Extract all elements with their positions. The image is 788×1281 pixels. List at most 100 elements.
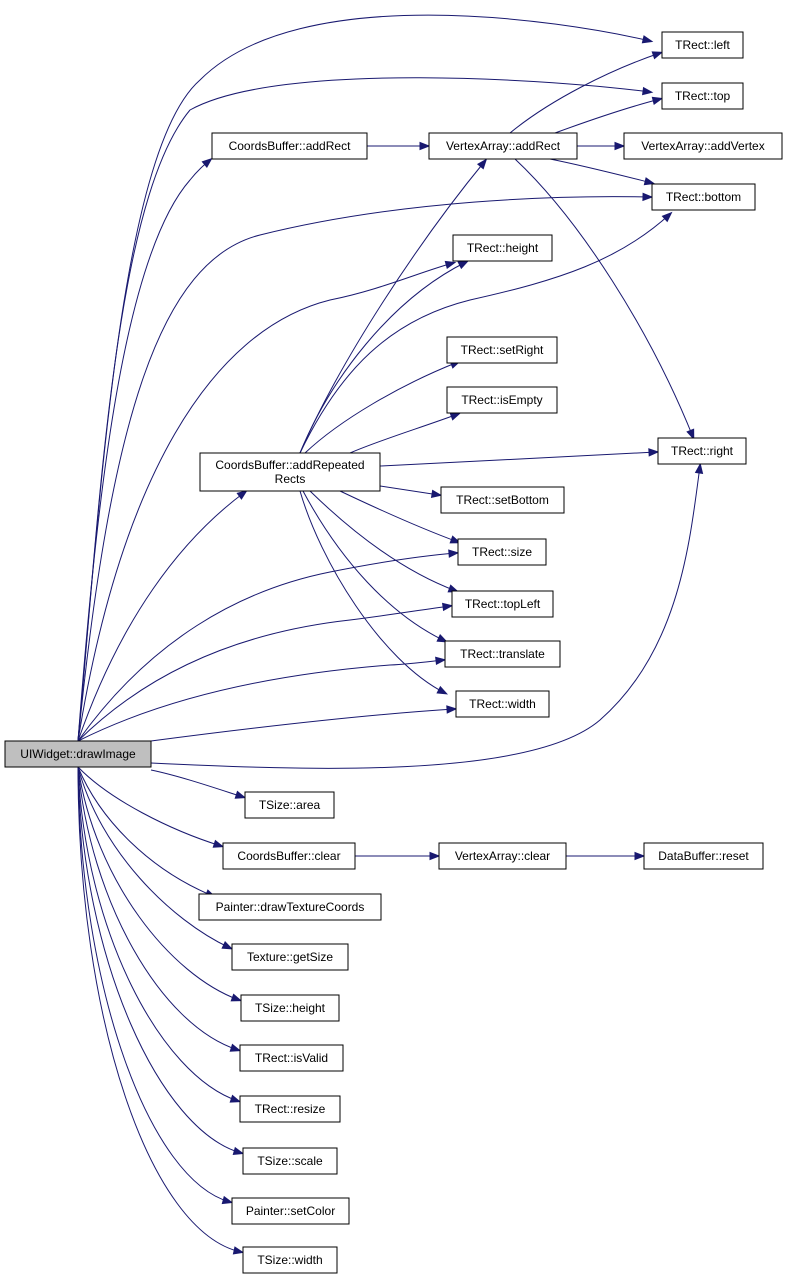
node-label: TRect::setBottom	[456, 493, 549, 507]
node-label: Texture::getSize	[247, 950, 333, 964]
edge-drawImage-to-tr_left	[77, 14, 654, 742]
edge-drawImage-to-ts_height	[77, 766, 243, 1002]
edge-va_clear-to-db_reset	[566, 851, 646, 861]
node-label: VertexArray::addVertex	[641, 139, 764, 153]
node-label: TRect::width	[469, 697, 536, 711]
edge-va_addRect-to-tr_top	[554, 96, 664, 134]
node-label: TRect::top	[675, 89, 731, 103]
node-drawImage[interactable]: UIWidget::drawImage	[4, 740, 152, 768]
edge-drawImage-to-tex_getSize	[77, 766, 234, 950]
edge-drawImage-to-tr_translate	[77, 656, 447, 742]
edge-cb_addRepeated-to-tr_right	[379, 448, 660, 467]
edge-cb_addRepeated-to-tr_translate	[302, 490, 449, 643]
edge-cb_addRepeated-to-tr_setBottom	[379, 485, 443, 499]
edge-cb_addRepeated-to-tr_isEmpty	[349, 412, 462, 454]
node-label: VertexArray::addRect	[446, 139, 561, 153]
node-label: TSize::area	[259, 798, 321, 812]
node-cb_addRect[interactable]: CoordsBuffer::addRect	[211, 132, 368, 160]
edge-va_addRect-to-va_addVertex	[577, 141, 626, 151]
edge-va_addRect-to-tr_right	[514, 158, 695, 441]
node-tr_isValid[interactable]: TRect::isValid	[239, 1044, 344, 1072]
node-cb_clear[interactable]: CoordsBuffer::clear	[222, 842, 356, 870]
node-p_drawTex[interactable]: Painter::drawTextureCoords	[198, 893, 382, 921]
edge-drawImage-to-tr_topLeft	[77, 602, 454, 742]
node-label: TSize::scale	[257, 1154, 323, 1168]
node-db_reset[interactable]: DataBuffer::reset	[643, 842, 764, 870]
node-ts_width[interactable]: TSize::width	[242, 1246, 338, 1274]
edge-va_addRect-to-tr_bottom	[549, 158, 656, 186]
node-tr_top[interactable]: TRect::top	[661, 82, 744, 110]
node-label: TRect::left	[675, 38, 730, 52]
node-tr_setRight[interactable]: TRect::setRight	[446, 336, 558, 364]
node-tr_width[interactable]: TRect::width	[455, 690, 550, 718]
node-tex_getSize[interactable]: Texture::getSize	[231, 943, 349, 971]
node-va_clear[interactable]: VertexArray::clear	[438, 842, 567, 870]
node-label: TRect::setRight	[461, 343, 544, 357]
node-va_addRect[interactable]: VertexArray::addRect	[428, 132, 578, 160]
node-label: DataBuffer::reset	[658, 849, 749, 863]
node-label: TRect::isValid	[255, 1051, 328, 1065]
node-label: TRect::topLeft	[465, 597, 541, 611]
edge-drawImage-to-tr_right	[150, 462, 704, 769]
node-label: TRect::isEmpty	[461, 393, 542, 407]
node-label: CoordsBuffer::addRect	[229, 139, 352, 153]
node-label: TRect::translate	[460, 647, 545, 661]
node-label: TSize::width	[257, 1253, 322, 1267]
edge-drawImage-to-tr_resize	[77, 766, 242, 1103]
node-label: TSize::height	[255, 1001, 326, 1015]
node-tr_setBottom[interactable]: TRect::setBottom	[440, 486, 565, 514]
node-label: CoordsBuffer::clear	[237, 849, 340, 863]
edge-drawImage-to-cb_clear	[77, 766, 225, 848]
edge-cb_addRepeated-to-tr_setRight	[304, 360, 462, 454]
node-label: VertexArray::clear	[455, 849, 550, 863]
edge-drawImage-to-cb_addRect	[77, 157, 213, 742]
node-label: Painter::drawTextureCoords	[216, 900, 365, 914]
edge-drawImage-to-p_drawTex	[77, 766, 217, 898]
edge-cb_clear-to-va_clear	[355, 851, 441, 861]
edge-drawImage-to-cb_addRepeated	[77, 489, 248, 742]
node-label: CoordsBuffer::addRepeated	[215, 458, 364, 472]
node-ts_height[interactable]: TSize::height	[240, 994, 340, 1022]
node-tr_isEmpty[interactable]: TRect::isEmpty	[446, 386, 558, 414]
edge-va_addRect-to-tr_left	[509, 51, 664, 134]
call-edges	[77, 14, 704, 1255]
node-label: TRect::resize	[255, 1102, 326, 1116]
node-ts_scale[interactable]: TSize::scale	[242, 1147, 338, 1175]
node-tr_right[interactable]: TRect::right	[657, 437, 747, 465]
edge-drawImage-to-tr_top	[77, 77, 654, 742]
node-tr_bottom[interactable]: TRect::bottom	[651, 183, 756, 211]
node-tr_height[interactable]: TRect::height	[452, 234, 553, 262]
edge-drawImage-to-tr_width	[150, 705, 458, 742]
node-label: UIWidget::drawImage	[20, 747, 136, 761]
node-label: TRect::size	[472, 545, 532, 559]
edge-cb_addRepeated-to-tr_size	[339, 490, 462, 544]
node-ts_area[interactable]: TSize::area	[244, 791, 335, 819]
node-tr_resize[interactable]: TRect::resize	[239, 1095, 341, 1123]
node-label: Rects	[275, 472, 306, 486]
edge-cb_addRect-to-va_addRect	[367, 141, 431, 151]
edge-drawImage-to-ts_width	[77, 766, 245, 1255]
edge-drawImage-to-tr_isValid	[77, 766, 242, 1052]
node-label: TRect::bottom	[666, 190, 741, 204]
node-va_addVertex[interactable]: VertexArray::addVertex	[623, 132, 783, 160]
node-tr_left[interactable]: TRect::left	[661, 31, 744, 59]
edge-cb_addRepeated-to-tr_topLeft	[309, 490, 460, 593]
edge-drawImage-to-p_setColor	[77, 766, 234, 1205]
node-tr_size[interactable]: TRect::size	[457, 538, 547, 566]
edge-cb_addRepeated-to-tr_height	[299, 260, 470, 454]
edge-drawImage-to-ts_area	[150, 769, 247, 799]
node-tr_translate[interactable]: TRect::translate	[444, 640, 561, 668]
node-label: TRect::right	[671, 444, 734, 458]
node-label: Painter::setColor	[246, 1204, 335, 1218]
edge-drawImage-to-tr_height	[77, 260, 457, 742]
node-p_setColor[interactable]: Painter::setColor	[231, 1197, 350, 1225]
edge-drawImage-to-ts_scale	[77, 766, 245, 1156]
node-tr_topLeft[interactable]: TRect::topLeft	[451, 590, 554, 618]
node-label: TRect::height	[467, 241, 539, 255]
edge-cb_addRepeated-to-tr_width	[299, 490, 449, 695]
edge-drawImage-to-tr_size	[77, 549, 460, 742]
call-nodes: UIWidget::drawImage CoordsBuffer::addRect…	[4, 31, 783, 1274]
edge-drawImage-to-tr_bottom	[77, 192, 654, 742]
